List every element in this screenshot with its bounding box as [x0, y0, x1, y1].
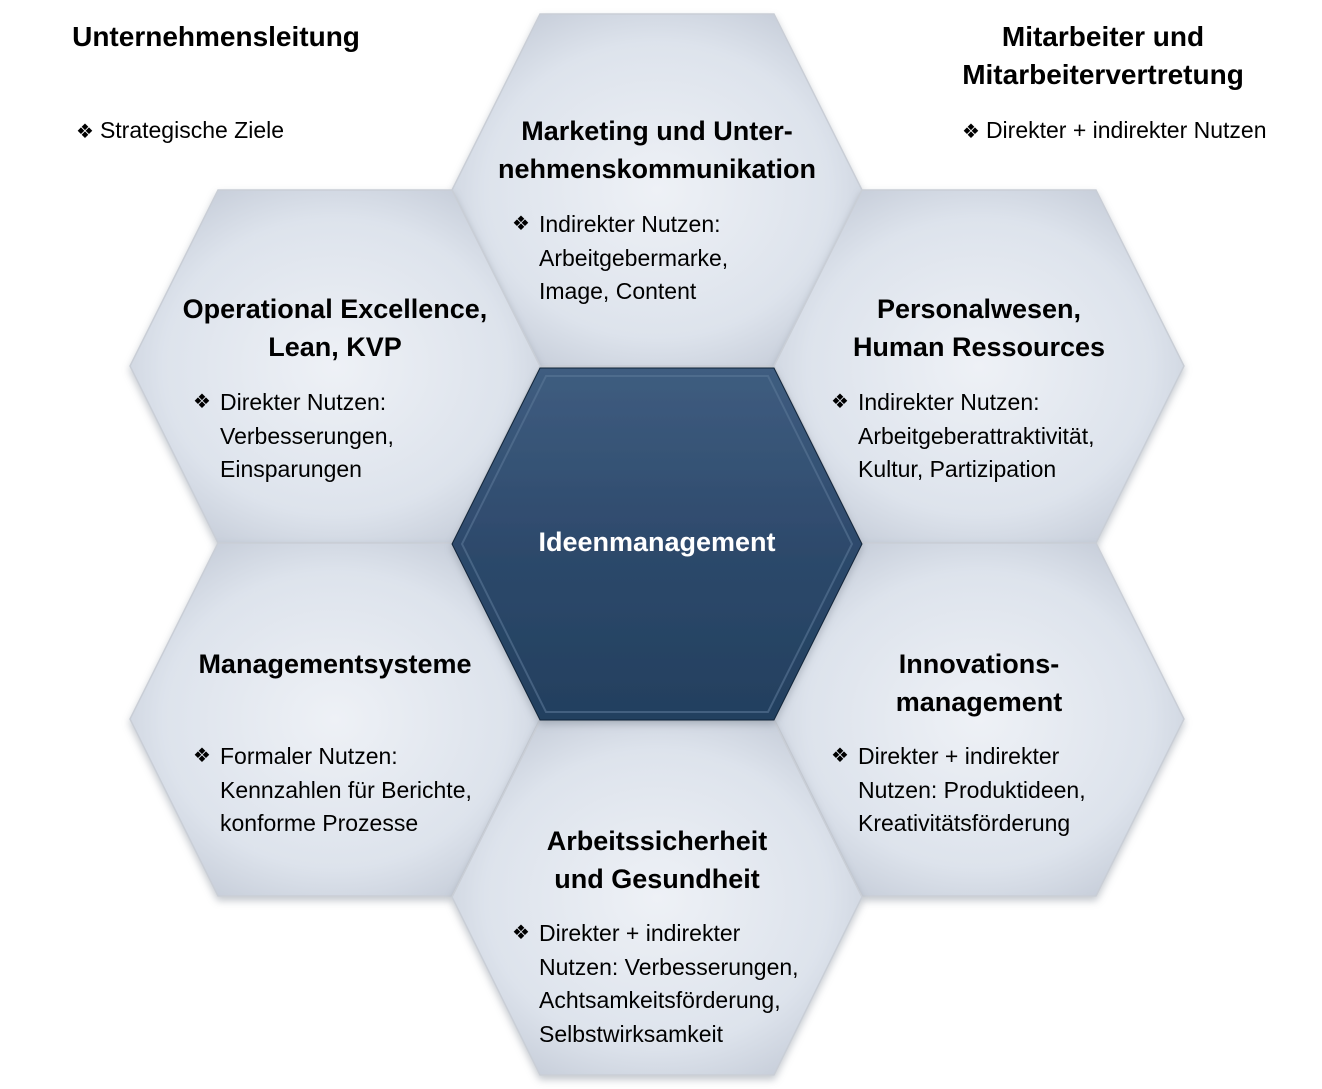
hex-top-text-line1: Indirekter Nutzen: — [539, 211, 721, 237]
hex-bottom-title-line2: und Gesundheit — [554, 864, 760, 894]
bullet-icon: ❖ — [193, 391, 211, 413]
hex-top-text-line3: Image, Content — [539, 278, 697, 304]
corner-left-bullet: ❖Strategische Ziele — [76, 115, 284, 147]
corner-right-title-line1: Mitarbeiter und — [1001, 21, 1205, 52]
hex-bottom-text-line4: Selbstwirksamkeit — [539, 1020, 724, 1047]
hex-lower-left-title-line1: Managementsysteme — [198, 649, 472, 679]
bullet-icon: ❖ — [962, 121, 980, 143]
bullet-icon: ❖ — [193, 745, 211, 767]
hex-lower-right-text-line2: Nutzen: Produktideen, — [858, 776, 1086, 803]
hex-upper-right-text-line2: Arbeitgeberattraktivität, — [858, 422, 1095, 449]
hex-lower-left-text: ❖ Formaler Nutzen: Kennzahlen für Berich… — [193, 740, 472, 841]
hex-lower-right-title-line1: Innovations- — [898, 649, 1060, 679]
hexagon-center-bevel — [460, 375, 854, 713]
bullet-icon: ❖ — [512, 922, 530, 944]
hex-lower-left-title: Managementsysteme — [150, 645, 520, 683]
hex-top-title-line2: nehmenskommunikation — [497, 154, 817, 184]
hex-lower-right-text: ❖ Direkter + indirekter Nutzen: Produkti… — [831, 740, 1086, 841]
corner-right-title-line2: Mitarbeitervertretung — [962, 59, 1244, 90]
hex-upper-left-text-line1: Direkter Nutzen: — [220, 389, 387, 415]
bullet-icon: ❖ — [831, 391, 849, 413]
hex-upper-left-text: ❖ Direkter Nutzen: Verbesserungen, Einsp… — [193, 386, 394, 487]
hexagon-center — [451, 367, 863, 721]
hex-lower-right-title-line2: management — [895, 687, 1063, 717]
hex-bottom-text-line3: Achtsamkeitsförderung, — [539, 987, 781, 1013]
hex-upper-left-text-line2: Verbesserungen, — [220, 422, 394, 449]
bullet-icon: ❖ — [512, 213, 530, 235]
corner-right-title: Mitarbeiter und Mitarbeitervertretung — [940, 18, 1266, 94]
hex-upper-right-text-line3: Kultur, Partizipation — [858, 456, 1057, 482]
bullet-icon: ❖ — [831, 745, 849, 767]
hex-bottom-title-line1: Arbeitssicherheit — [546, 826, 768, 856]
hex-lower-right-text-line3: Kreativitätsförderung — [858, 810, 1071, 836]
corner-right-bullet-text: Direkter + indirekter Nutzen — [985, 117, 1267, 143]
hex-upper-right-text: ❖ Indirekter Nutzen: Arbeitgeberattrakti… — [831, 386, 1095, 487]
hex-lower-left-text-line3: konforme Prozesse — [220, 810, 419, 836]
corner-right-bullet: ❖Direkter + indirekter Nutzen — [962, 115, 1267, 147]
hex-upper-left-title-line2: Lean, KVP — [268, 332, 402, 362]
hex-upper-left-text-line3: Einsparungen — [220, 456, 362, 482]
corner-left-title: Unternehmensleitung — [72, 21, 360, 52]
hex-bottom-text-line2: Nutzen: Verbesserungen, — [539, 953, 799, 980]
hexagon-bottom — [451, 720, 863, 1076]
hex-lower-left-text-line2: Kennzahlen für Berichte, — [220, 776, 472, 803]
hex-bottom-title: Arbeitssicherheit und Gesundheit — [452, 822, 862, 898]
hex-top-text-line2: Arbeitgebermarke, — [539, 244, 729, 271]
hex-top-title-line1: Marketing und Unter- — [521, 116, 793, 146]
hex-bottom-text: ❖ Direkter + indirekter Nutzen: Verbesse… — [512, 917, 799, 1051]
center-label: Ideenmanagement — [538, 527, 776, 557]
hex-upper-left-title-line1: Operational Excellence, — [182, 294, 488, 324]
hex-upper-left-title: Operational Excellence, Lean, KVP — [150, 290, 520, 366]
hex-lower-left-text-line1: Formaler Nutzen: — [220, 743, 398, 769]
hex-upper-right-text-line1: Indirekter Nutzen: — [858, 389, 1040, 415]
bullet-icon: ❖ — [76, 121, 94, 143]
hex-upper-right-title: Personalwesen, Human Ressources — [794, 290, 1164, 366]
hex-upper-right-title-line2: Human Ressources — [852, 332, 1106, 362]
hex-lower-right-title: Innovations- management — [794, 645, 1164, 721]
hex-bottom-text-line1: Direkter + indirekter — [539, 920, 741, 946]
hex-upper-right-title-line1: Personalwesen, — [876, 294, 1082, 324]
hex-top-title: Marketing und Unter- nehmenskommunikatio… — [452, 112, 862, 188]
hex-lower-right-text-line1: Direkter + indirekter — [858, 743, 1060, 769]
corner-left-bullet-text: Strategische Ziele — [99, 117, 285, 143]
hex-top-text: ❖ Indirekter Nutzen: Arbeitgebermarke, I… — [512, 208, 728, 309]
